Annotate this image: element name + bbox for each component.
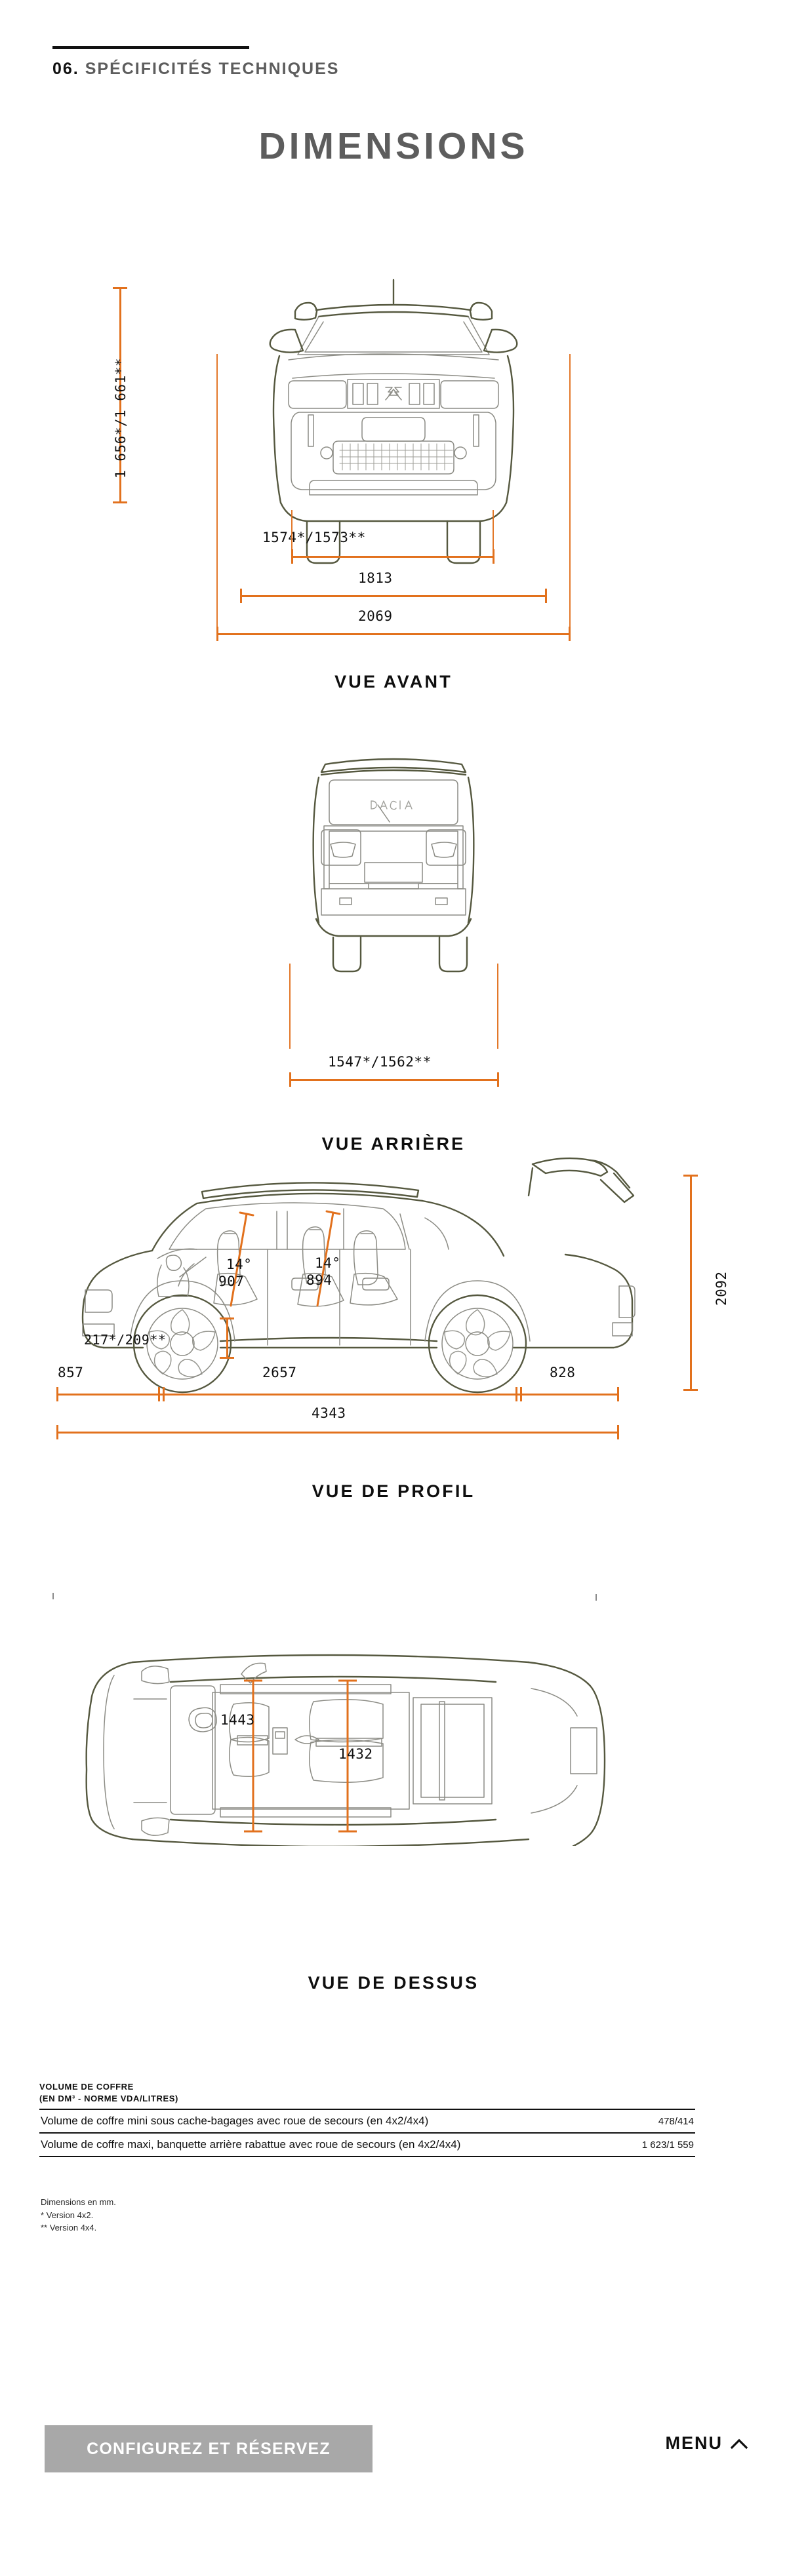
boot-volume-row-1-value: 1 623/1 559 [610, 2132, 695, 2158]
profile-rear-overhang-label: 828 [550, 1365, 576, 1380]
profile-tailgate-height-rule [690, 1175, 692, 1391]
profile-front-headroom-angle: 14° [226, 1257, 252, 1272]
top-rear-elbow-label: 1432 [338, 1746, 373, 1762]
front-overall-rule [216, 633, 571, 635]
profile-tick-front-axle-a [158, 1387, 160, 1401]
profile-tailgate-height-tick-bottom [683, 1389, 698, 1391]
front-height-tick-top [113, 287, 127, 289]
profile-tick-tail [617, 1387, 619, 1401]
profile-ground-clearance-rule [226, 1317, 228, 1358]
profile-front-headroom-value: 907 [218, 1274, 245, 1289]
profile-ground-clearance-tick-bottom [220, 1357, 234, 1359]
front-height-label: 1 656*/1 661** [113, 357, 129, 478]
front-track-guide-right [493, 510, 494, 551]
profile-rear-headroom-angle: 14° [315, 1255, 341, 1271]
front-track-label: 1574*/1573** [262, 530, 366, 545]
profile-total-length-tick-left [56, 1425, 58, 1439]
top-view-caption: VUE DE DESSUS [308, 1973, 479, 1993]
top-view-block: 1443 1432 VUE DE DESSUS [0, 1593, 787, 2039]
rear-track-guide-right [497, 964, 498, 1049]
rear-view-caption: VUE ARRIÈRE [321, 1134, 466, 1154]
profile-total-length-tick-right [617, 1425, 619, 1439]
menu-button[interactable]: MENU [666, 2433, 748, 2453]
profile-tailgate-height-label: 2092 [714, 1271, 729, 1306]
front-height-rule [119, 287, 121, 503]
profile-tick-rear-axle-b [520, 1387, 522, 1401]
footnote-units: Dimensions en mm. [41, 2197, 116, 2207]
profile-total-length-rule [56, 1432, 619, 1434]
footnote-4x4: ** Version 4x4. [41, 2223, 97, 2233]
front-guide-left [216, 354, 218, 629]
front-width-rule [240, 595, 547, 597]
rear-track-tick-right [497, 1072, 499, 1087]
crop-mark-left [52, 1593, 54, 1599]
profile-tailgate-height-tick-top [683, 1175, 698, 1177]
front-overall-label: 2069 [358, 608, 393, 624]
front-track-rule [291, 556, 494, 558]
front-height-tick-bottom [113, 501, 127, 503]
profile-total-length-label: 4343 [312, 1405, 346, 1421]
front-view-block: 1 656*/1 661** 1574*/1573** 1813 2069 VU… [0, 262, 787, 692]
boot-volume-row-0-label: Volume de coffre mini sous cache-bagages… [39, 2109, 610, 2134]
front-width-tick-right [545, 589, 547, 603]
front-overall-tick-right [569, 627, 571, 641]
section-header: 06. SPÉCIFICITÉS TECHNIQUES [52, 46, 643, 79]
section-title: SPÉCIFICITÉS TECHNIQUES [85, 60, 340, 78]
profile-ground-clearance-tick-top [220, 1317, 234, 1319]
front-view-caption: VUE AVANT [334, 672, 453, 692]
table-row: Volume de coffre maxi, banquette arrière… [39, 2132, 695, 2158]
profile-front-overhang-label: 857 [58, 1365, 84, 1380]
crop-mark-right [595, 1594, 597, 1601]
boot-volume-row-0-value: 478/414 [610, 2109, 695, 2134]
front-track-tick-left [291, 549, 293, 564]
profile-segment-rule [56, 1394, 619, 1395]
profile-tick-front-axle-b [163, 1387, 165, 1401]
boot-volume-title-line2: (EN DM³ - NORME VDA/LITRES) [39, 2093, 178, 2103]
rear-track-rule [289, 1079, 499, 1081]
footnote-4x2: * Version 4x2. [41, 2210, 94, 2220]
boot-volume-table-title: VOLUME DE COFFRE (EN DM³ - NORME VDA/LIT… [39, 2081, 695, 2104]
boot-volume-title-line1: VOLUME DE COFFRE [39, 2082, 134, 2092]
configure-and-reserve-button[interactable]: CONFIGUREZ ET RÉSERVEZ [45, 2425, 373, 2472]
rear-view-drawing [312, 758, 475, 973]
front-view-drawing [269, 279, 518, 564]
profile-rear-headroom-value: 894 [306, 1272, 333, 1288]
profile-wheelbase-label: 2657 [262, 1365, 297, 1380]
front-guide-right [569, 354, 571, 629]
profile-view-block: 14° 907 14° 894 217*/209** 857 2657 828 … [0, 1141, 787, 1547]
footnotes: Dimensions en mm. * Version 4x2. ** Vers… [41, 2196, 116, 2234]
front-width-label: 1813 [358, 570, 393, 586]
table-row: Volume de coffre mini sous cache-bagages… [39, 2109, 695, 2134]
header-rule [52, 46, 249, 49]
front-overall-tick-left [216, 627, 218, 641]
front-track-guide-left [291, 510, 293, 551]
section-header-text: 06. SPÉCIFICITÉS TECHNIQUES [52, 60, 643, 79]
rear-view-block: 1547*/1562** VUE ARRIÈRE [0, 741, 787, 1154]
top-front-elbow-label: 1443 [220, 1712, 255, 1728]
profile-view-caption: VUE DE PROFIL [312, 1481, 475, 1501]
rear-track-guide-left [289, 964, 291, 1049]
rear-track-label: 1547*/1562** [328, 1054, 432, 1070]
rear-track-tick-left [289, 1072, 291, 1087]
profile-tick-nose [56, 1387, 58, 1401]
profile-ground-clearance-label: 217*/209** [84, 1332, 167, 1348]
chevron-up-icon [731, 2438, 748, 2449]
front-width-tick-left [240, 589, 242, 603]
boot-volume-row-1-label: Volume de coffre maxi, banquette arrière… [39, 2132, 610, 2158]
front-track-tick-right [493, 549, 494, 564]
profile-tick-rear-axle-a [515, 1387, 517, 1401]
section-number: 06. [52, 60, 79, 78]
boot-volume-table: Volume de coffre mini sous cache-bagages… [39, 2109, 695, 2158]
page-title: DIMENSIONS [258, 125, 529, 167]
profile-view-drawing [81, 1157, 636, 1394]
menu-label: MENU [665, 2433, 723, 2453]
top-view-drawing [85, 1654, 606, 1846]
boot-volume-table-wrap: VOLUME DE COFFRE (EN DM³ - NORME VDA/LIT… [39, 2081, 695, 2158]
